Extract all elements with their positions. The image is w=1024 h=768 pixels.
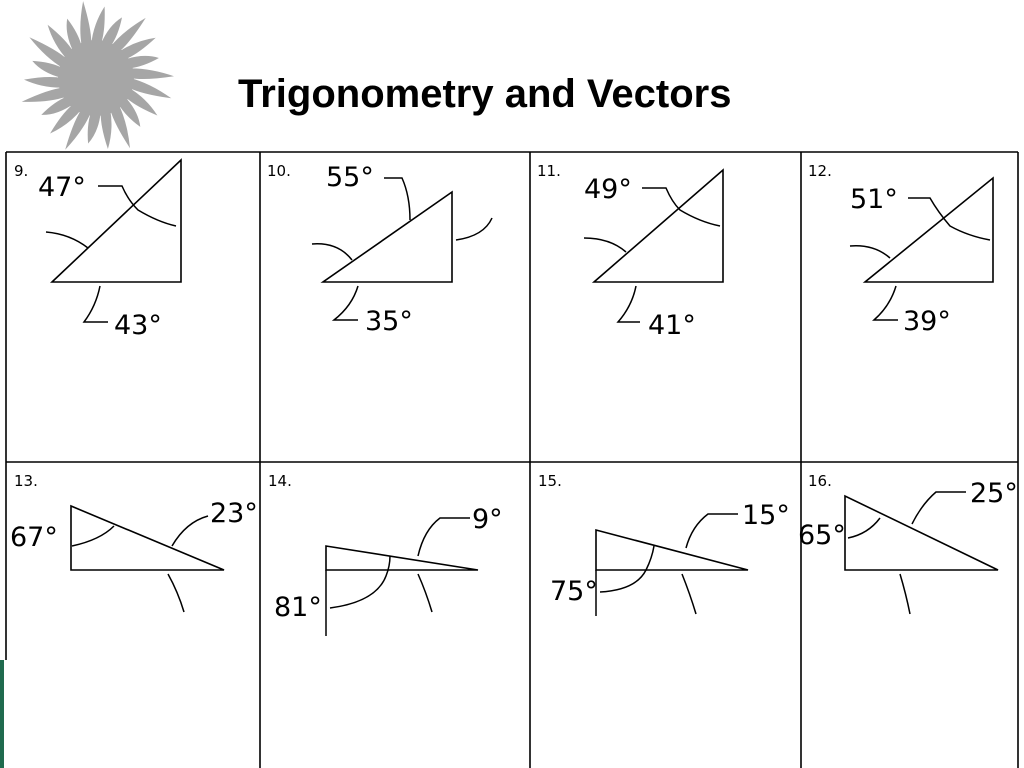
problem-number: 16. (808, 472, 832, 490)
problem-number: 13. (14, 472, 38, 490)
leader-bottom (167, 573, 185, 613)
page-title: Trigonometry and Vectors (238, 72, 732, 116)
problem-number: 11. (537, 162, 561, 180)
angle-label-left: 67° (10, 522, 58, 553)
leader-right (171, 515, 209, 547)
leader-bottom (417, 573, 433, 613)
sun-burst-icon (21, 1, 175, 150)
leader-bottom (616, 285, 640, 323)
triangle (591, 168, 724, 283)
leader-bottom (82, 285, 108, 323)
triangle (49, 158, 182, 283)
angle-label-bottom: 39° (903, 306, 951, 337)
leader-top (908, 197, 991, 241)
problem-9: 9. 47° 43° (14, 158, 182, 341)
angle-label-top: 47° (38, 172, 86, 203)
problem-16: 16. 65° 25° (798, 472, 1018, 615)
leader-right (685, 513, 738, 549)
problem-13: 13. 67° 23° (10, 472, 258, 613)
angle-label-right: 25° (970, 478, 1018, 509)
angle-label-right: 23° (210, 498, 258, 529)
problem-14: 14. 81° 9° (268, 472, 503, 636)
leader-left (599, 545, 655, 593)
problem-10: 10. 55° 35° (267, 162, 493, 337)
triangle (862, 176, 994, 283)
leader-right (911, 491, 966, 525)
leader-left (329, 555, 391, 609)
leader-bottom (899, 573, 911, 615)
angle-label-left: 81° (274, 592, 322, 623)
leader-left (45, 231, 89, 249)
problem-12: 12. 51° 39° (808, 162, 994, 337)
sun-disc (58, 40, 134, 116)
leader-left (583, 237, 627, 253)
leader-left (849, 245, 891, 259)
angle-label-left: 65° (798, 520, 846, 551)
angle-label-top: 49° (584, 174, 632, 205)
angle-label-top: 55° (326, 162, 374, 193)
leader-top (384, 177, 411, 221)
leader-right (455, 217, 493, 241)
leader-bottom (331, 285, 359, 321)
triangle (595, 528, 749, 571)
side-accent-bar (0, 660, 4, 768)
leader-left (311, 243, 353, 261)
angle-label-left: 75° (550, 576, 598, 607)
problem-11: 11. 49° 41° (537, 162, 724, 341)
angle-label-bottom: 35° (365, 306, 413, 337)
leader-top (98, 185, 177, 227)
angle-label-right: 9° (472, 504, 503, 535)
leader-bottom (681, 573, 697, 615)
problem-number: 15. (538, 472, 562, 490)
angle-label-top: 51° (850, 184, 898, 215)
angle-label-right: 15° (742, 500, 790, 531)
leader-top (642, 187, 721, 227)
triangle (325, 545, 479, 571)
angle-label-bottom: 41° (648, 310, 696, 341)
problem-number: 12. (808, 162, 832, 180)
angle-label-bottom: 43° (114, 310, 162, 341)
problem-15: 15. 75° 15° (538, 472, 790, 616)
triangle (320, 190, 453, 283)
problem-number: 14. (268, 472, 292, 490)
leader-right (417, 517, 470, 557)
problem-number: 10. (267, 162, 291, 180)
leader-left (71, 525, 115, 547)
leader-left (847, 517, 881, 539)
leader-bottom (872, 285, 898, 321)
triangle (844, 494, 999, 571)
triangle (70, 504, 225, 571)
problem-number: 9. (14, 162, 28, 180)
